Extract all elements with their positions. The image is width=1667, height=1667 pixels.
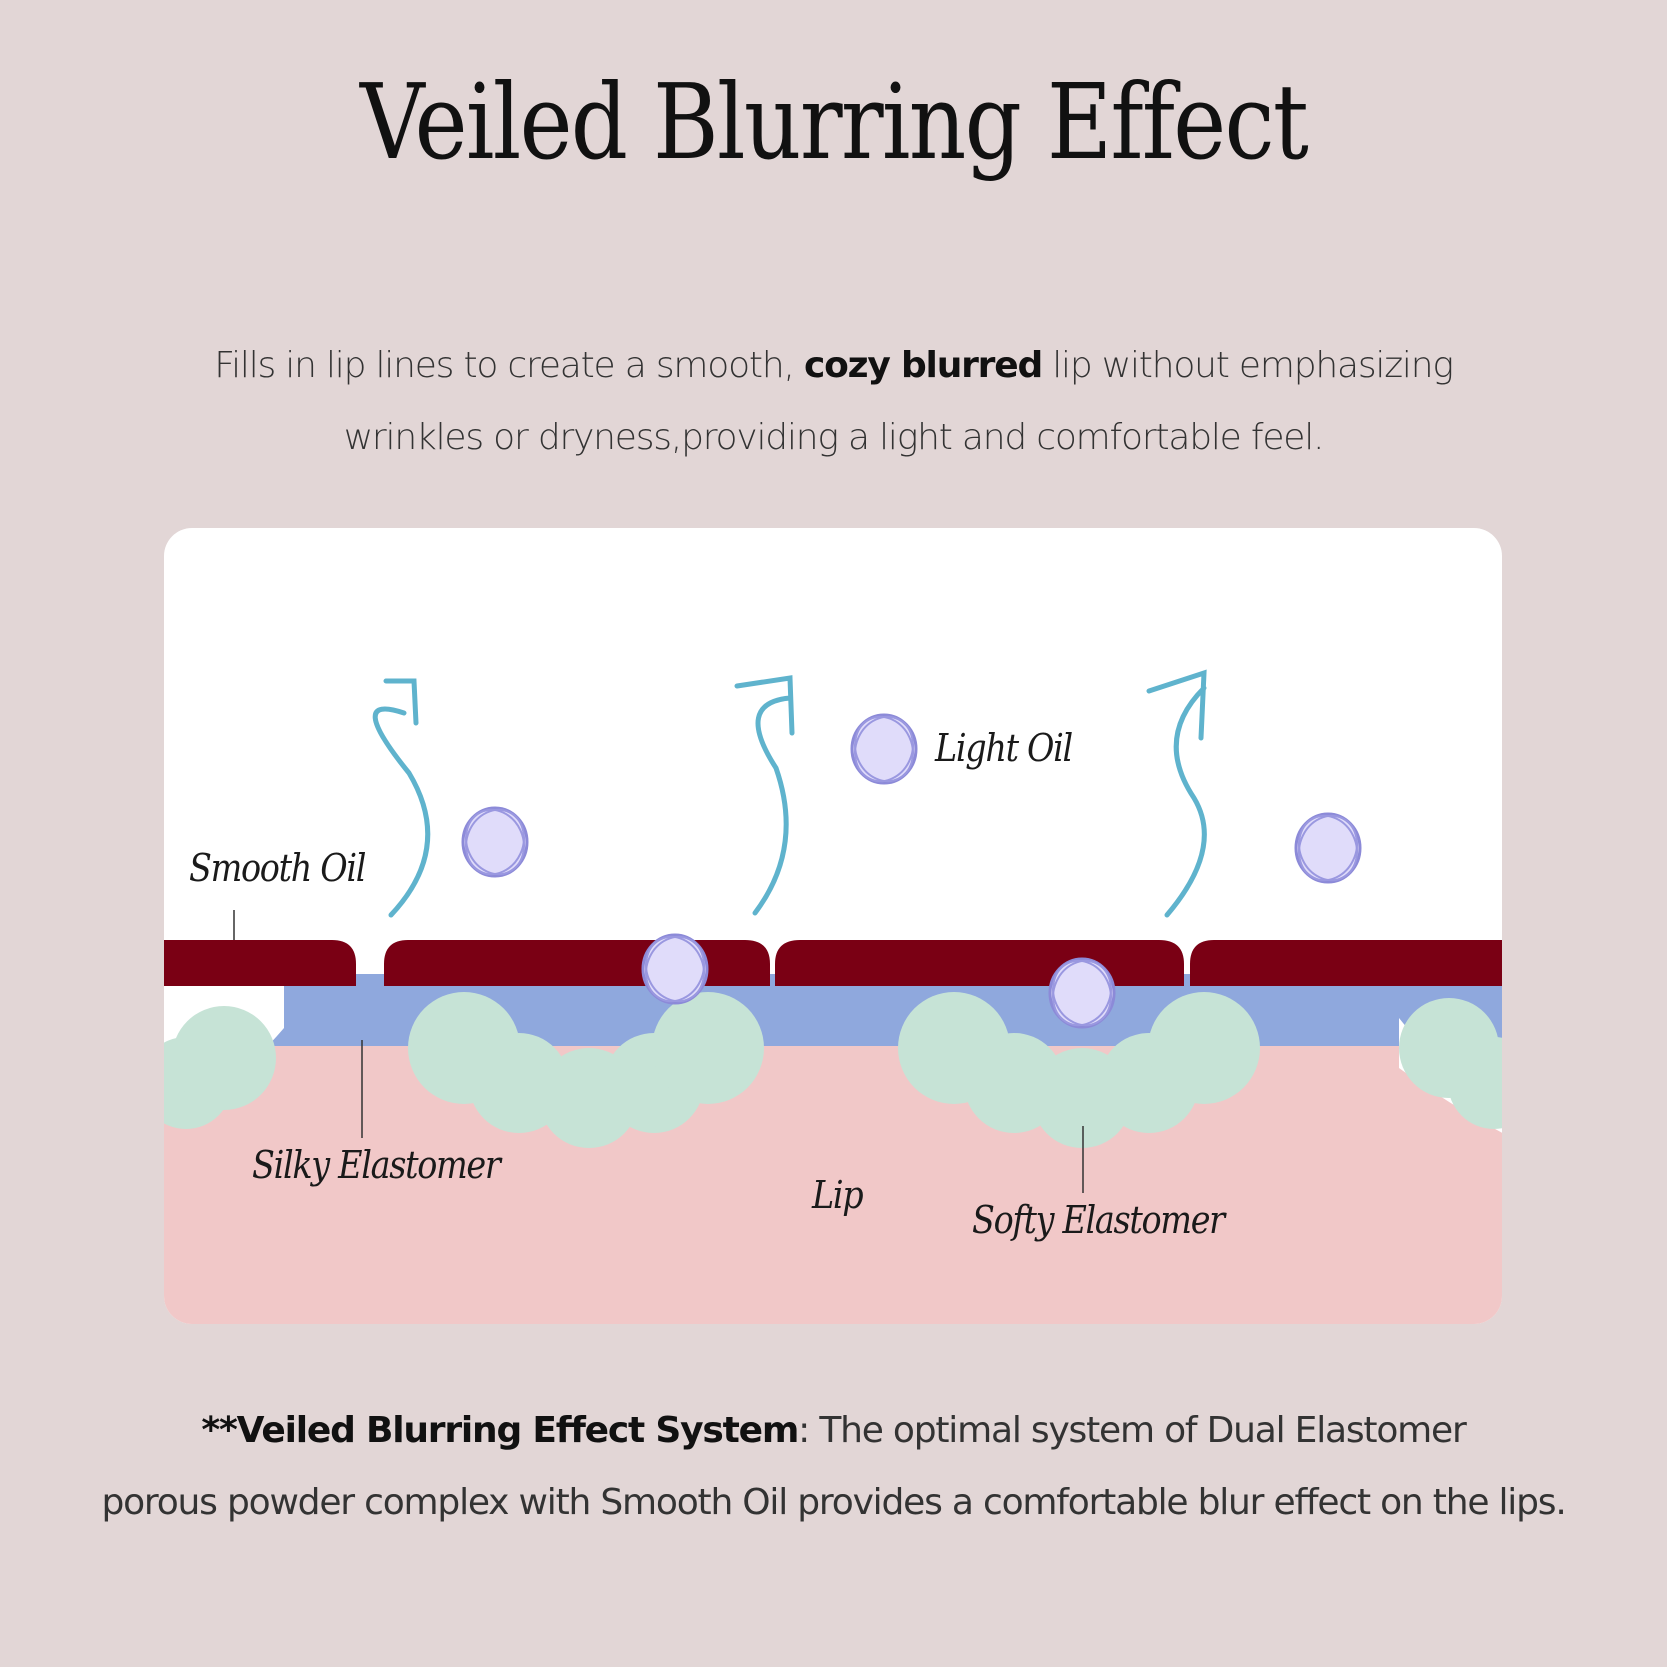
layer-diagram: [164, 669, 1502, 1324]
intro-text: Fills in lip lines to create a smooth, c…: [0, 330, 1667, 474]
leader-lines: [233, 910, 1084, 1193]
diagram-card: Smooth Oil Light Oil Silky Elastomer Lip…: [164, 528, 1502, 1324]
label-light-oil: Light Oil: [935, 726, 1073, 770]
footer-line-1: **Veiled Blurring Effect System: The opt…: [201, 1410, 1466, 1451]
arrows: [372, 669, 1207, 918]
footer-note: **Veiled Blurring Effect System: The opt…: [0, 1395, 1667, 1539]
intro-line-2: wrinkles or dryness,providing a light an…: [343, 417, 1325, 458]
intro-highlight: cozy blurred: [803, 345, 1043, 386]
label-smooth-oil: Smooth Oil: [189, 846, 366, 890]
lip-layer: [164, 1038, 1502, 1324]
label-lip: Lip: [812, 1173, 864, 1217]
label-silky-elastomer: Silky Elastomer: [252, 1143, 501, 1187]
footer-highlight: **Veiled Blurring Effect System: [201, 1410, 799, 1451]
intro-line-1: Fills in lip lines to create a smooth, c…: [214, 345, 1454, 386]
label-softy-elastomer: Softy Elastomer: [972, 1198, 1225, 1242]
softy-elastomer-particles: [164, 992, 1502, 1148]
page-title: Veiled Blurring Effect: [359, 61, 1309, 183]
footer-line-2: porous powder complex with Smooth Oil pr…: [101, 1482, 1566, 1523]
